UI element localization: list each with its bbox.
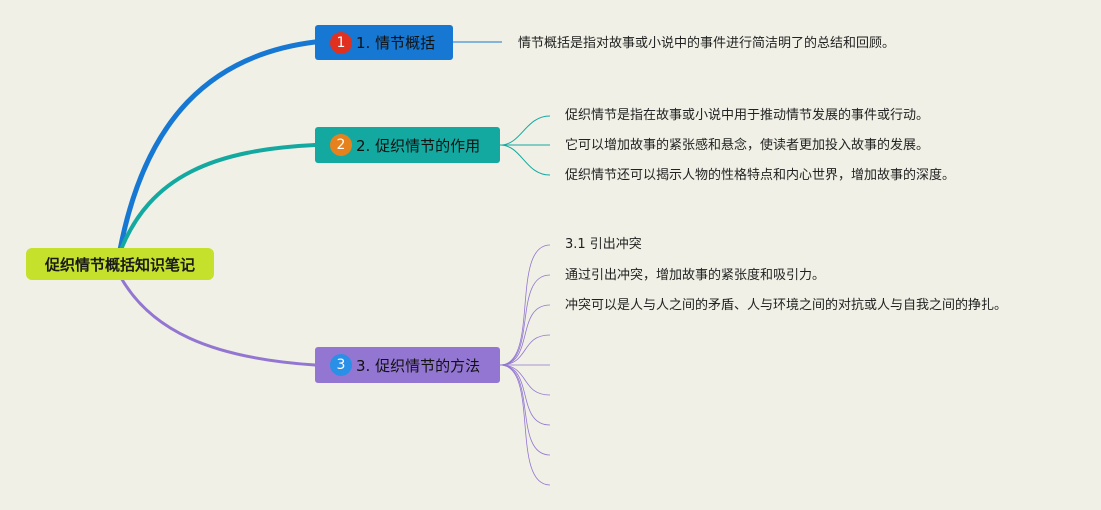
branch-3-leaf-2[interactable]: 通过引出冲突，增加故事的紧张度和吸引力。 [565,268,826,283]
branch-2-leaf-2[interactable]: 它可以增加故事的紧张感和悬念，使读者更加投入故事的发展。 [565,138,930,153]
connector-branch-3-empty-3 [499,364,551,396]
priority-3-badge-icon: 3 [330,354,352,376]
connector-branch-3-leaf-1 [499,244,551,366]
connector-branch-3-leaf-3 [499,304,551,366]
connector-branch-3-empty-4 [499,364,551,426]
branch-3-label: 3. 促织情节的方法 [356,356,481,375]
connector-branch-2-leaf-3 [499,144,551,176]
connector-root-branch-1 [117,39,318,253]
connector-branch-3-leaf-2 [499,274,551,366]
branch-2-topic[interactable]: 2 2. 促织情节的作用 [315,127,500,163]
branch-3-leaf-3[interactable]: 冲突可以是人与人之间的矛盾、人与环境之间的对抗或人与自我之间的挣扎。 [565,298,1008,313]
root-topic[interactable]: 促织情节概括知识笔记 [26,248,214,280]
connector-branch-3-empty-5 [499,364,551,456]
connector-root-branch-2 [118,143,317,254]
branch-3-topic[interactable]: 3 3. 促织情节的方法 [315,347,500,383]
branch-1-label: 1. 情节概括 [356,34,436,52]
connector-branch-3-empty-6 [499,364,551,486]
connector-branch-3-empty-1 [499,334,551,366]
branch-1-leaf-1[interactable]: 情节概括是指对故事或小说中的事件进行简洁明了的总结和回顾。 [518,36,896,51]
branch-1-topic[interactable]: 1 1. 情节概括 [315,25,453,60]
branch-2-leaf-1[interactable]: 促织情节是指在故事或小说中用于推动情节发展的事件或行动。 [565,108,930,123]
priority-2-badge-icon: 2 [330,134,352,156]
branch-3-leaf-1[interactable]: 3.1 引出冲突 [565,237,642,252]
root-topic-label: 促织情节概括知识笔记 [44,255,195,274]
connector-branch-2-leaf-1 [499,115,551,146]
priority-1-badge-icon: 1 [330,31,352,54]
branch-2-label: 2. 促织情节的作用 [356,136,481,155]
connector-root-branch-3 [118,274,317,367]
branch-2-leaf-3[interactable]: 促织情节还可以揭示人物的性格特点和内心世界，增加故事的深度。 [565,168,956,183]
